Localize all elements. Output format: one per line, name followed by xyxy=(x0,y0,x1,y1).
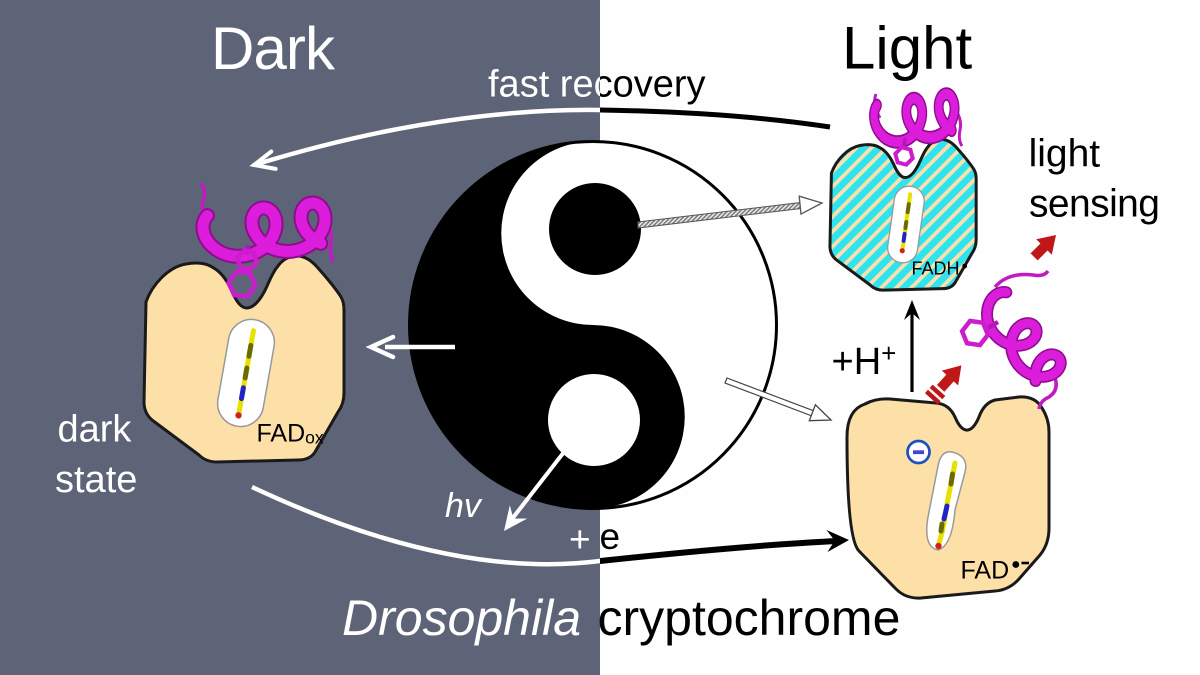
svg-text:FADH: FADH xyxy=(912,259,960,279)
svg-text:state: state xyxy=(55,459,137,501)
svg-text:dark: dark xyxy=(58,409,133,451)
svg-text:+: + xyxy=(569,519,591,560)
svg-text:fast recovery: fast recovery xyxy=(488,64,706,106)
svg-text:hv: hv xyxy=(445,487,483,525)
svg-text:Dark: Dark xyxy=(211,15,336,82)
svg-text:Light: Light xyxy=(842,15,972,82)
svg-text:Drosophila: Drosophila xyxy=(342,590,581,646)
svg-text:sensing: sensing xyxy=(1029,182,1160,225)
svg-text:light: light xyxy=(1029,133,1101,176)
svg-text:e: e xyxy=(600,516,621,557)
svg-text:cryptochrome: cryptochrome xyxy=(598,590,901,646)
svg-text:fast recovery: fast recovery xyxy=(488,64,706,106)
svg-text:FAD: FAD xyxy=(961,557,1010,585)
